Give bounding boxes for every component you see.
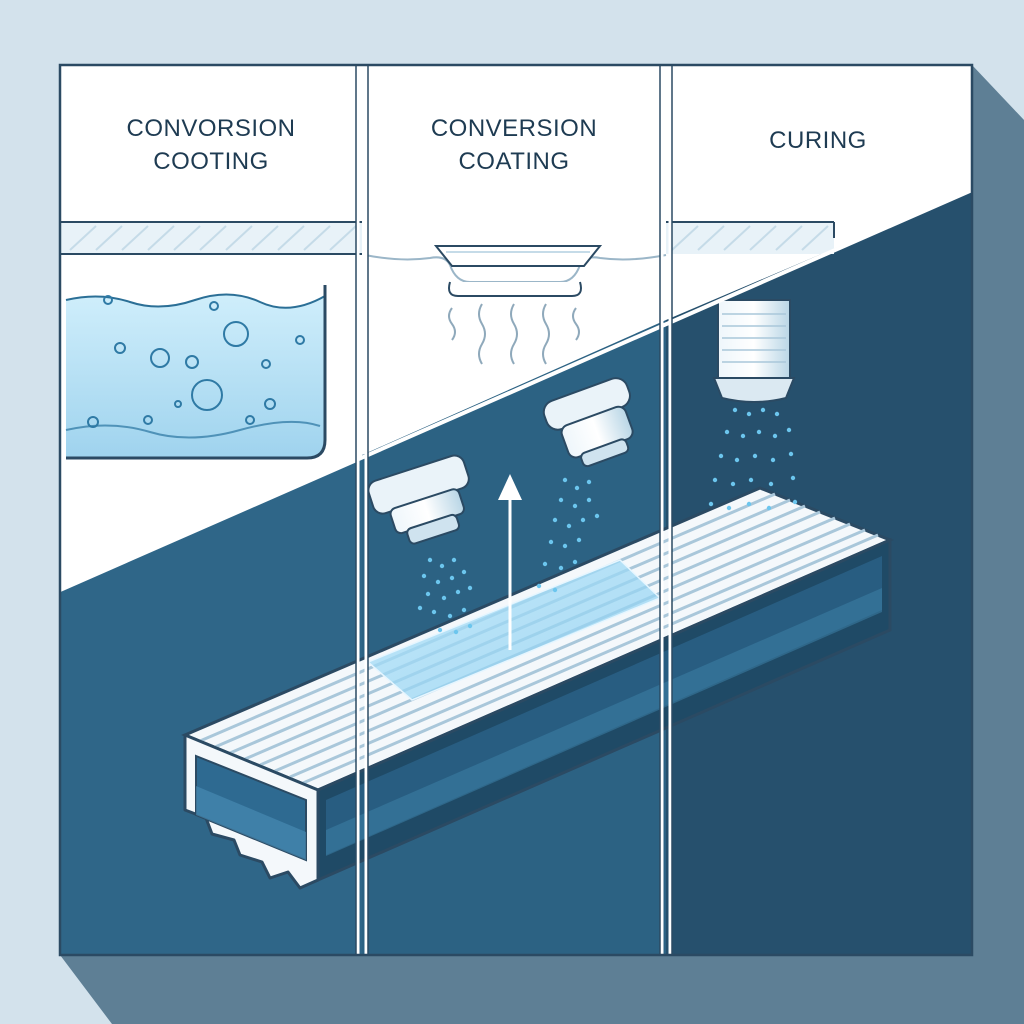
aluminium-profile-icon [181, 486, 894, 890]
spray-droplets [417, 407, 798, 635]
panel-title-3: CURING [677, 124, 959, 157]
water-tank-icon [60, 221, 362, 460]
curing-slab [666, 221, 835, 254]
upward-arrow-icon [498, 474, 522, 650]
panel-dividers [356, 65, 672, 955]
panel-title-3-line1: CURING [769, 127, 867, 154]
panel-title-1-line1: CONVORSION [126, 115, 296, 142]
panel-title-2-line2: COATING [458, 148, 570, 175]
diagonal-edge [59, 188, 973, 592]
panel-title-1: CONVORSION COOTING [70, 112, 352, 178]
heater-icon [364, 245, 667, 365]
panel-title-2-line1: CONVERSION [430, 115, 598, 142]
spray-nozzle-icon [367, 299, 796, 545]
panel-title-1-line2: COOTING [153, 148, 269, 175]
panel-title-2: CONVERSION COATING [373, 112, 655, 178]
